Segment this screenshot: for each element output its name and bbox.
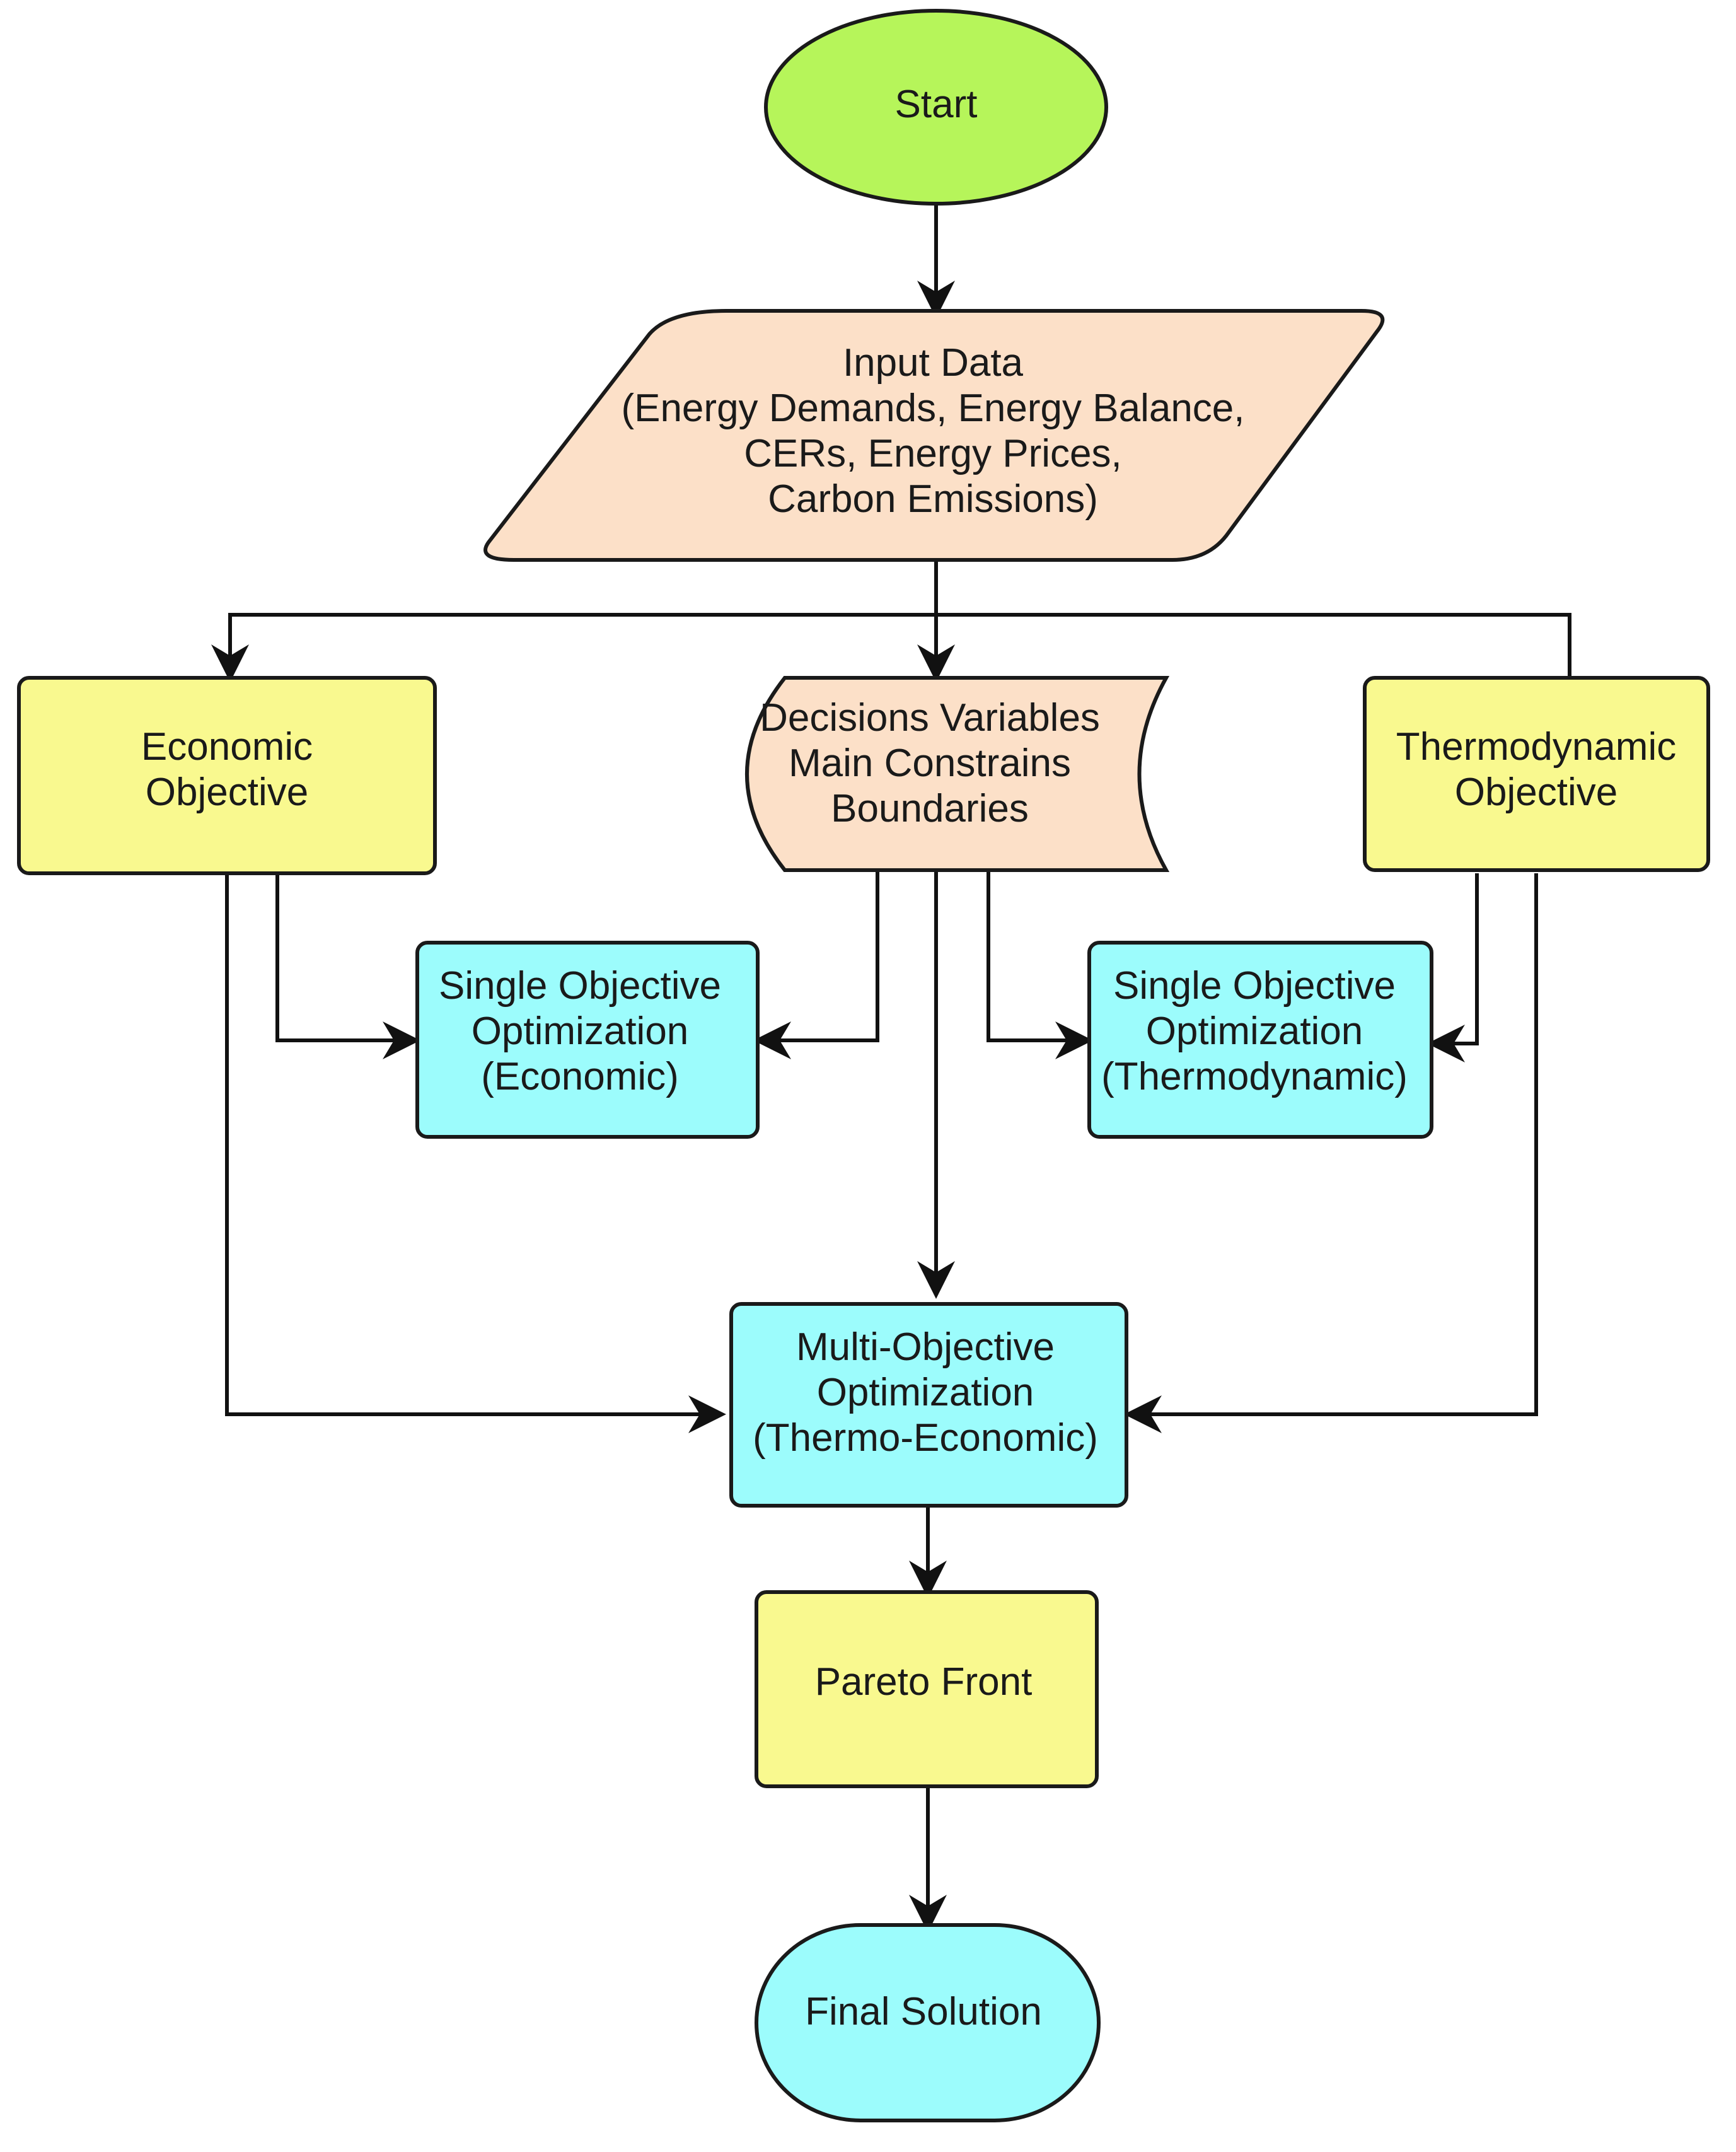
input-data-parallelogram [483,309,1385,562]
edge-input-to-economic [211,613,936,682]
label-line: Start [895,83,978,126]
edge-economic-to-single-economic [275,875,420,1059]
edge-decisions-to-single-thermo [987,871,1093,1059]
label-line: Pareto Front [815,1660,1033,1704]
label-line: Carbon Emissions) [768,477,1098,521]
start-terminator [764,9,1108,206]
decisions-stored-data [745,676,1170,872]
label-line: Input Data [843,341,1024,385]
single-thermo-box [1087,941,1433,1139]
label-line: (Thermodynamic) [1101,1055,1408,1098]
edge-input-to-thermodynamic [936,613,1571,677]
pareto-front-box [755,1590,1099,1788]
thermodynamic-objective-box [1363,676,1710,872]
label-line: Final Solution [805,1990,1042,2033]
node-pareto-front: Pareto Front [755,1590,1099,1788]
edge-economic-to-multi [225,875,726,1433]
final-solution-terminator [755,1923,1101,2122]
label-line: Main Constrains [789,742,1071,785]
pareto-front-label: Pareto Front [815,1660,1033,1704]
label-line: (Economic) [481,1055,679,1098]
final-solution-label: Final Solution [805,1990,1042,2033]
label-line: Optimization [472,1009,689,1053]
input-data-label: Input Data(Energy Demands, Energy Balanc… [621,341,1244,521]
single-economic-box [415,941,760,1139]
label-line: CERs, Energy Prices, [744,432,1122,475]
edge-thermodynamic-to-single-thermo [1427,873,1479,1062]
edge-thermodynamic-to-multi [1124,873,1538,1433]
edges [211,204,1571,1933]
label-line: Single Objective [439,964,721,1008]
node-start: Start [764,9,1108,206]
label-line: Economic [141,725,313,769]
label-line: Optimization [1146,1009,1363,1053]
label-line: (Energy Demands, Energy Balance, [621,387,1244,430]
economic-objective-box [17,676,437,875]
label-line: Multi-Objective [796,1325,1055,1369]
node-final-solution: Final Solution [755,1923,1101,2122]
node-input-data: Input Data(Energy Demands, Energy Balanc… [483,309,1385,562]
label-line: Decisions Variables [760,696,1100,740]
multi-objective-box [729,1302,1128,1508]
label-line: Boundaries [831,787,1029,830]
start-label: Start [895,83,978,126]
label-line: Single Objective [1113,964,1396,1008]
edge-decisions-to-single-economic [753,871,879,1059]
label-line: (Thermo-Economic) [753,1416,1098,1460]
label-line: Objective [1455,771,1617,814]
label-line: Optimization [817,1371,1034,1414]
label-line: Objective [146,771,308,814]
label-line: Thermodynamic [1396,725,1676,769]
